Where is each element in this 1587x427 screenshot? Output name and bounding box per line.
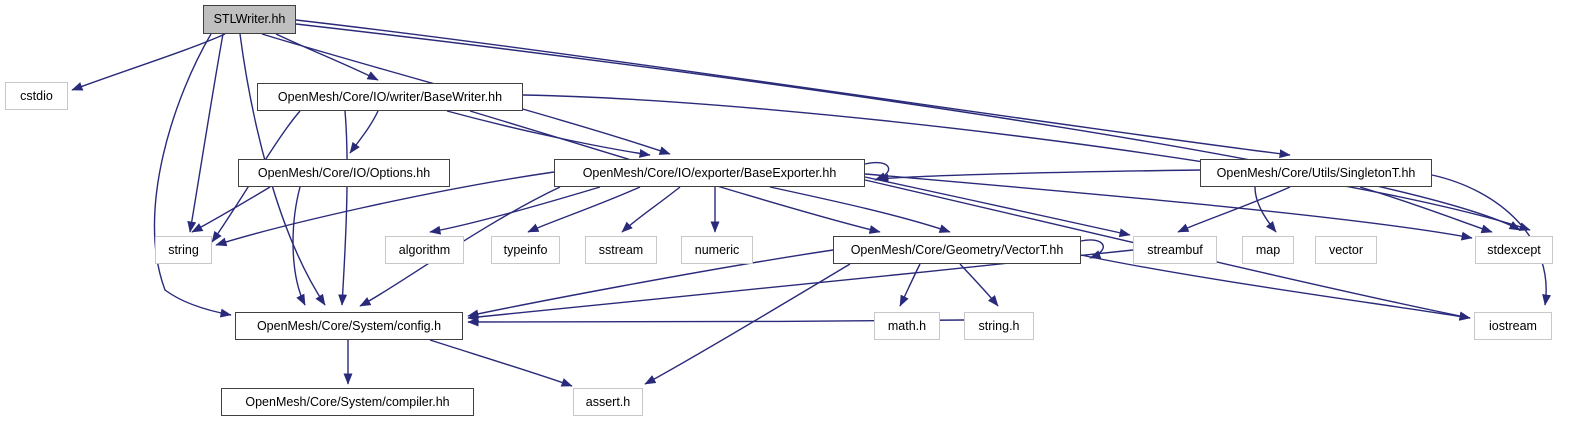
graph-edge [769, 186, 951, 233]
graph-node-map[interactable]: map [1242, 236, 1294, 264]
graph-node-numeric[interactable]: numeric [681, 236, 753, 264]
graph-edge [295, 19, 1291, 159]
graph-node-label: OpenMesh/Core/System/compiler.hh [245, 394, 450, 409]
graph-edge [522, 94, 1531, 231]
graph-edge [187, 33, 224, 233]
graph-edge [621, 186, 681, 233]
graph-node-sstream[interactable]: sstream [585, 236, 657, 264]
graph-node-vectort[interactable]: OpenMesh/Core/Geometry/VectorT.hh [833, 236, 1081, 264]
graph-node-streambuf[interactable]: streambuf [1133, 236, 1217, 264]
graph-node-label: OpenMesh/Core/IO/writer/BaseWriter.hh [277, 89, 503, 104]
graph-node-compiler[interactable]: OpenMesh/Core/System/compiler.hh [221, 388, 474, 416]
graph-node-cstdio[interactable]: cstdio [5, 82, 68, 110]
graph-edge [215, 171, 555, 247]
graph-node-vector[interactable]: vector [1315, 236, 1377, 264]
graph-node-label: string [168, 242, 199, 257]
graph-edge [292, 186, 306, 306]
graph-edge [899, 263, 921, 307]
graph-edge [349, 110, 379, 154]
graph-node-label: assert.h [585, 394, 631, 409]
graph-edge [446, 110, 651, 158]
graph-node-label: stdexcept [1487, 242, 1541, 257]
graph-edge [644, 263, 851, 385]
graph-node-stlwriter[interactable]: STLWriter.hh [203, 5, 296, 34]
graph-edge [864, 173, 1473, 241]
graph-edge [1254, 186, 1277, 233]
graph-node-string[interactable]: string [155, 236, 212, 264]
graph-node-label: OpenMesh/Core/IO/exporter/BaseExporter.h… [582, 165, 837, 180]
graph-node-asserth[interactable]: assert.h [573, 388, 643, 416]
graph-edge [877, 169, 1201, 183]
graph-node-algorithm[interactable]: algorithm [385, 236, 464, 264]
graph-edge [467, 249, 834, 319]
graph-edge [1080, 239, 1104, 259]
graph-node-label: sstream [598, 242, 644, 257]
graph-node-options[interactable]: OpenMesh/Core/IO/Options.hh [238, 159, 450, 187]
graph-node-iostream[interactable]: iostream [1474, 312, 1552, 340]
graph-edge [959, 263, 999, 307]
graph-edge [191, 186, 271, 233]
graph-node-label: iostream [1489, 318, 1537, 333]
graph-edge [527, 186, 641, 233]
graph-node-label: string.h [978, 318, 1020, 333]
graph-edge [429, 339, 573, 387]
graph-edge [275, 33, 379, 81]
graph-node-label: STLWriter.hh [213, 12, 286, 27]
graph-node-label: numeric [694, 242, 740, 257]
graph-node-stdexcept[interactable]: stdexcept [1475, 236, 1553, 264]
graph-node-label: map [1255, 242, 1281, 257]
graph-node-label: math.h [887, 318, 927, 333]
graph-node-label: OpenMesh/Core/Geometry/VectorT.hh [850, 242, 1064, 257]
graph-node-singletont[interactable]: OpenMesh/Core/Utils/SingletonT.hh [1200, 159, 1432, 187]
graph-node-label: algorithm [398, 242, 451, 257]
graph-edge [1177, 186, 1291, 233]
graph-node-label: OpenMesh/Core/IO/Options.hh [257, 165, 431, 180]
graph-edge [1431, 174, 1552, 306]
graph-node-label: vector [1328, 242, 1364, 257]
graph-node-label: OpenMesh/Core/Utils/SingletonT.hh [1216, 165, 1416, 180]
graph-edge [153, 33, 232, 318]
graph-edge [864, 176, 1131, 238]
graph-node-label: typeinfo [503, 242, 548, 257]
graph-node-typeinfo[interactable]: typeinfo [491, 236, 560, 264]
graph-edge [1359, 186, 1493, 234]
graph-edge [295, 23, 1521, 231]
graph-node-config[interactable]: OpenMesh/Core/System/config.h [235, 312, 463, 340]
graph-node-label: OpenMesh/Core/System/config.h [256, 318, 442, 333]
graph-node-label: cstdio [20, 88, 53, 103]
graph-edge [429, 186, 601, 235]
graph-node-label: streambuf [1147, 242, 1203, 257]
graph-edge [1080, 254, 1471, 321]
graph-node-baseexporter[interactable]: OpenMesh/Core/IO/exporter/BaseExporter.h… [554, 159, 865, 187]
graph-node-mathh[interactable]: math.h [874, 312, 940, 340]
graph-node-stringh[interactable]: string.h [964, 312, 1034, 340]
graph-edge [71, 33, 226, 91]
graph-edge [338, 110, 348, 306]
graph-node-basewriter[interactable]: OpenMesh/Core/IO/writer/BaseWriter.hh [257, 83, 523, 111]
